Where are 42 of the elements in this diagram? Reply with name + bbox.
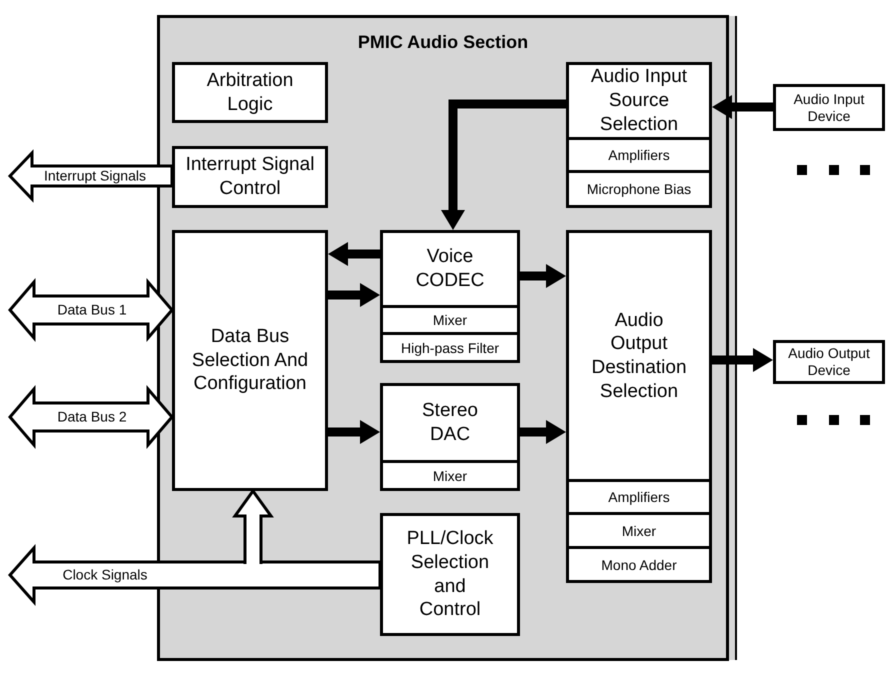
block-box xyxy=(566,230,712,583)
arrow xyxy=(328,283,380,307)
block-box xyxy=(172,62,328,123)
edge-label: Data Bus 1 xyxy=(57,302,127,318)
sub-block: High-pass Filter xyxy=(383,332,517,360)
block-box xyxy=(380,230,520,363)
arrow xyxy=(328,242,380,266)
sub-block: Mixer xyxy=(569,512,709,546)
arrow xyxy=(520,420,566,444)
block-label: Audio Output Destination Selection xyxy=(590,308,688,404)
block-label: Voice CODEC xyxy=(414,245,486,293)
arrow xyxy=(441,100,566,230)
block-label: Audio Output Device xyxy=(787,345,871,379)
arrow xyxy=(520,264,566,288)
block-label: Interrupt Signal Control xyxy=(184,153,316,201)
block-label: Audio Input Device xyxy=(792,90,866,124)
section-title: PMIC Audio Section xyxy=(358,32,528,53)
block-label: Stereo DAC xyxy=(421,399,479,447)
block-label: Audio Input Source Selection xyxy=(590,65,688,137)
device-box xyxy=(773,84,885,131)
sub-block: Microphone Bias xyxy=(569,170,709,205)
arrow xyxy=(328,420,380,444)
device-box xyxy=(773,340,885,384)
block-box xyxy=(380,383,520,491)
edge-label: Interrupt Signals xyxy=(44,168,146,184)
block-label: Arbitration Logic xyxy=(206,68,294,116)
block-label: PLL/Clock Selection and Control xyxy=(406,527,494,622)
edge-label: Clock Signals xyxy=(62,567,148,583)
sub-block: Mono Adder xyxy=(569,546,709,580)
arrow xyxy=(712,95,773,119)
block-box xyxy=(172,230,328,491)
sub-block: Mixer xyxy=(383,460,517,488)
sub-block: Mixer xyxy=(383,305,517,332)
edge-label: Data Bus 2 xyxy=(57,409,127,425)
block-box xyxy=(380,513,520,636)
hollow-arrow xyxy=(232,488,274,566)
sub-block: Amplifiers xyxy=(569,137,709,170)
block-label: Data Bus Selection And Configuration xyxy=(190,324,310,396)
sub-block: Amplifiers xyxy=(569,479,709,512)
arrow xyxy=(712,348,773,372)
block-box xyxy=(172,146,328,208)
block-box xyxy=(566,62,712,208)
